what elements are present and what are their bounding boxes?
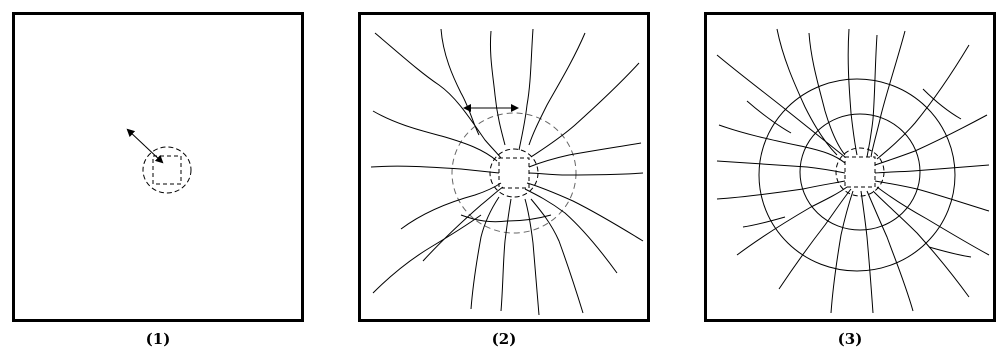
panel-1-label: (1) [145, 330, 171, 348]
radial-cracks [716, 28, 990, 314]
panel-3-label: (3) [837, 330, 863, 348]
radial-cracks [370, 28, 644, 316]
panel-2-drawing [370, 28, 644, 316]
panel-2-label: (2) [491, 330, 517, 348]
central-square [498, 157, 530, 189]
panel-3 [704, 12, 996, 322]
central-square [152, 155, 182, 185]
middle-damage-ring [799, 113, 921, 231]
outer-damage-ring [451, 112, 577, 234]
panel-1-drawing [126, 128, 192, 194]
expansion-arrow [126, 128, 146, 147]
damage-zone-ring [142, 146, 192, 194]
outer-damage-ring [758, 78, 956, 272]
expansion-arrow-inner [144, 145, 164, 164]
panel-2 [358, 12, 650, 322]
central-square [844, 156, 876, 188]
panel-1 [12, 12, 304, 322]
panel-3-drawing [716, 28, 990, 314]
